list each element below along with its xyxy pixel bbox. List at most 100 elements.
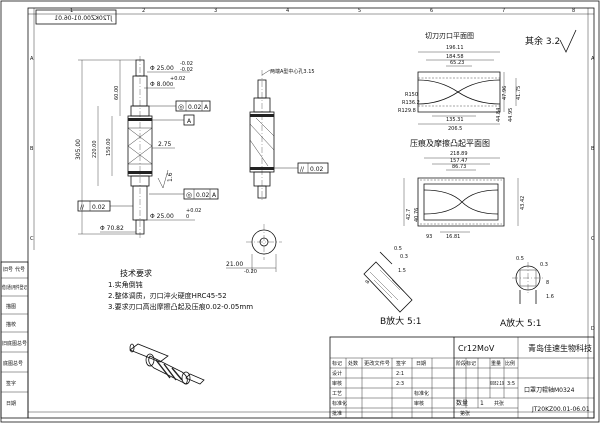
datum-a-marker: A (152, 114, 195, 126)
grid-col-5: 5 (358, 8, 361, 14)
side-view-note: 两端A型中心孔3.15 (270, 68, 315, 75)
title-block: Cr12MoV 青岛佳速生物科技 口罩刀辊轴M0324 JT20KZ00.01-… (329, 336, 595, 419)
tech-line-2: 2.整体调质，刃口淬火硬度HRC45-52 (108, 291, 227, 300)
dim-top-tol-upper: -0.02 (180, 61, 193, 67)
plan-cut-view: 切刀刃口平面图 196.11 184.58 65.23 47.96 41.75 … (398, 32, 522, 132)
dim-mid-275: 2.75 (158, 141, 172, 148)
title-drawing-no: JT20KZ00.01-06.01 (531, 406, 590, 413)
rub-dim-6: 16.81 (446, 234, 460, 240)
tb-header-0: 标记 (332, 360, 342, 367)
end-dim-21: 21.00 (226, 261, 243, 268)
detail-b-dim-2: 8 (365, 279, 372, 285)
title-sheet-no: 第张 (460, 410, 470, 417)
mirrored-number-box (35, 9, 117, 25)
end-dim-21-tol: -0.20 (244, 269, 257, 275)
grid-column-labels: 1 2 3 4 5 6 7 8 (28, 8, 594, 413)
detail-a-label: A放大 5:1 (500, 317, 542, 329)
title-part-name: 口罩刀辊轴M0324 (524, 386, 575, 394)
tol1-symbol: ◎ (178, 103, 184, 111)
cut-dim-5: R150 (405, 92, 418, 98)
tolerance-frame-1: ◎ 0.02 A (149, 100, 211, 112)
tol2-datum: A (212, 192, 217, 199)
dim-bottom-dia: Φ 25.00 (150, 213, 174, 220)
tol3-value: 0.02 (92, 204, 106, 211)
side-tol-value: 0.02 (310, 166, 324, 173)
grid-col-6: 6 (430, 8, 433, 14)
grid-row-c-right: C (591, 236, 595, 242)
title-sheet-label: 共张 (494, 400, 504, 407)
dim-stub-tol-lower: 0 (170, 82, 173, 88)
title-qty-value: 1 (480, 400, 484, 407)
detail-a-view: 0.5 0.3 8 1.6 A放大 5:1 (500, 256, 554, 329)
tb-header-3: 签字 (396, 360, 406, 367)
cut-dim-8: 135.31 (446, 117, 464, 123)
strip-header-code: 代号 (15, 266, 25, 273)
dim-stub-dia: Φ 8.00 (150, 81, 170, 88)
strip-label-2: 描校 (6, 321, 16, 328)
strip-label-6: 日期 (6, 401, 16, 407)
tb-header-1: 处数 (348, 360, 358, 367)
tolerance-frame-3: // 0.02 (77, 200, 133, 212)
detail-a-dim-0: 0.5 (516, 256, 524, 262)
tb-header-4: 日期 (416, 361, 426, 367)
front-view-shaft (127, 56, 153, 238)
grid-col-4: 4 (286, 8, 289, 14)
title-stage-label: 阶段标记 (456, 360, 476, 367)
tb-row-4: 批准 (332, 410, 342, 417)
dim-bottom-tol-lower: 0 (186, 214, 189, 220)
dim-stub-tol-upper: +0.02 (170, 76, 185, 82)
cut-dim-9: 206.5 (448, 126, 462, 132)
roughness-rest: 其余 3.2 (525, 29, 577, 53)
datum-a-label: A (187, 118, 192, 125)
iso-view-roller (129, 343, 205, 385)
tol1-value: 0.02 (188, 104, 202, 111)
tb-mid-3: 审核 (414, 400, 424, 407)
tech-requirements: 技术要求 1.实角倒钝 2.整体调质，刃口淬火硬度HRC45-52 3.要求刃口… (108, 268, 253, 311)
plan-rub-title: 压痕及摩擦凸起平面图 (410, 138, 490, 148)
grid-col-3: 3 (214, 8, 217, 14)
inner-frame (27, 7, 595, 419)
tol2-symbol: ◎ (186, 191, 192, 199)
side-view-roller: 两端A型中心孔3.15 // 0.02 (249, 68, 329, 200)
title-weight-value: 6082.19 (490, 381, 504, 387)
cut-dim-10: 44.84 (496, 108, 502, 122)
grid-row-a-right: A (591, 56, 595, 62)
dim-top-dia: Φ 25.00 (150, 65, 174, 72)
roughness-16: 1.6 (167, 172, 174, 182)
cut-dim-2: 65.23 (450, 60, 464, 66)
strip-label-4: 底图总号 (3, 360, 23, 367)
cut-dim-1: 184.58 (446, 54, 464, 60)
grid-row-b-left: B (30, 146, 34, 152)
tol3-symbol: // (80, 204, 85, 211)
side-tol-symbol: // (300, 166, 305, 173)
plan-rub-view: 压痕及摩擦凸起平面图 218.89 157.47 86.73 43.42 42.… (403, 138, 526, 240)
grid-col-2: 2 (142, 8, 145, 14)
title-scale-label: 比例 (505, 360, 515, 367)
dim-bottom-tol-upper: +0.02 (186, 208, 201, 214)
cut-dim-0: 196.11 (446, 45, 464, 51)
grid-row-c-left: C (30, 236, 34, 242)
rub-dim-4: 42.7 (406, 209, 412, 220)
rub-dim-5: 40.76 (414, 208, 420, 222)
dim-bottom-dia2: Φ 70.82 (100, 225, 124, 232)
strip-label-3: 旧底图总号 (2, 340, 27, 347)
detail-b-dim-3: 1.5 (398, 268, 406, 274)
detail-a-dim-1: 0.3 (540, 262, 548, 268)
dim-len-60: 60.00 (114, 86, 120, 100)
detail-b-view: 0.5 0.3 8 1.5 B放大 5:1 (363, 246, 422, 327)
plan-cut-title: 切刀刃口平面图 (425, 32, 474, 40)
title-weight-label: 重量 (491, 360, 501, 367)
left-revision-strip: 旧号 代号 借(通)用件登记 描图 描校 旧底图总号 底图总号 签字 日期 (0, 261, 29, 419)
tb-row-0: 设计 (332, 370, 342, 377)
cut-dim-6: R136.2 (402, 100, 420, 106)
tol1-datum: A (204, 104, 209, 111)
grid-col-1: 1 (70, 8, 73, 14)
strip-label-1: 描图 (6, 303, 16, 310)
rub-dim-3: 43.42 (520, 196, 526, 210)
tech-line-3: 3.要求刃口高出摩擦凸起及压痕0.02-0.05mm (108, 302, 253, 311)
tech-line-1: 1.实角倒钝 (108, 280, 143, 289)
front-view-dimensions: Φ 25.00 -0.02 -0.02 Φ 8.00 +0.02 0 60.00… (75, 59, 201, 235)
detail-a-dim-3: 1.6 (546, 294, 554, 300)
title-company: 青岛佳速生物科技 (528, 343, 592, 353)
